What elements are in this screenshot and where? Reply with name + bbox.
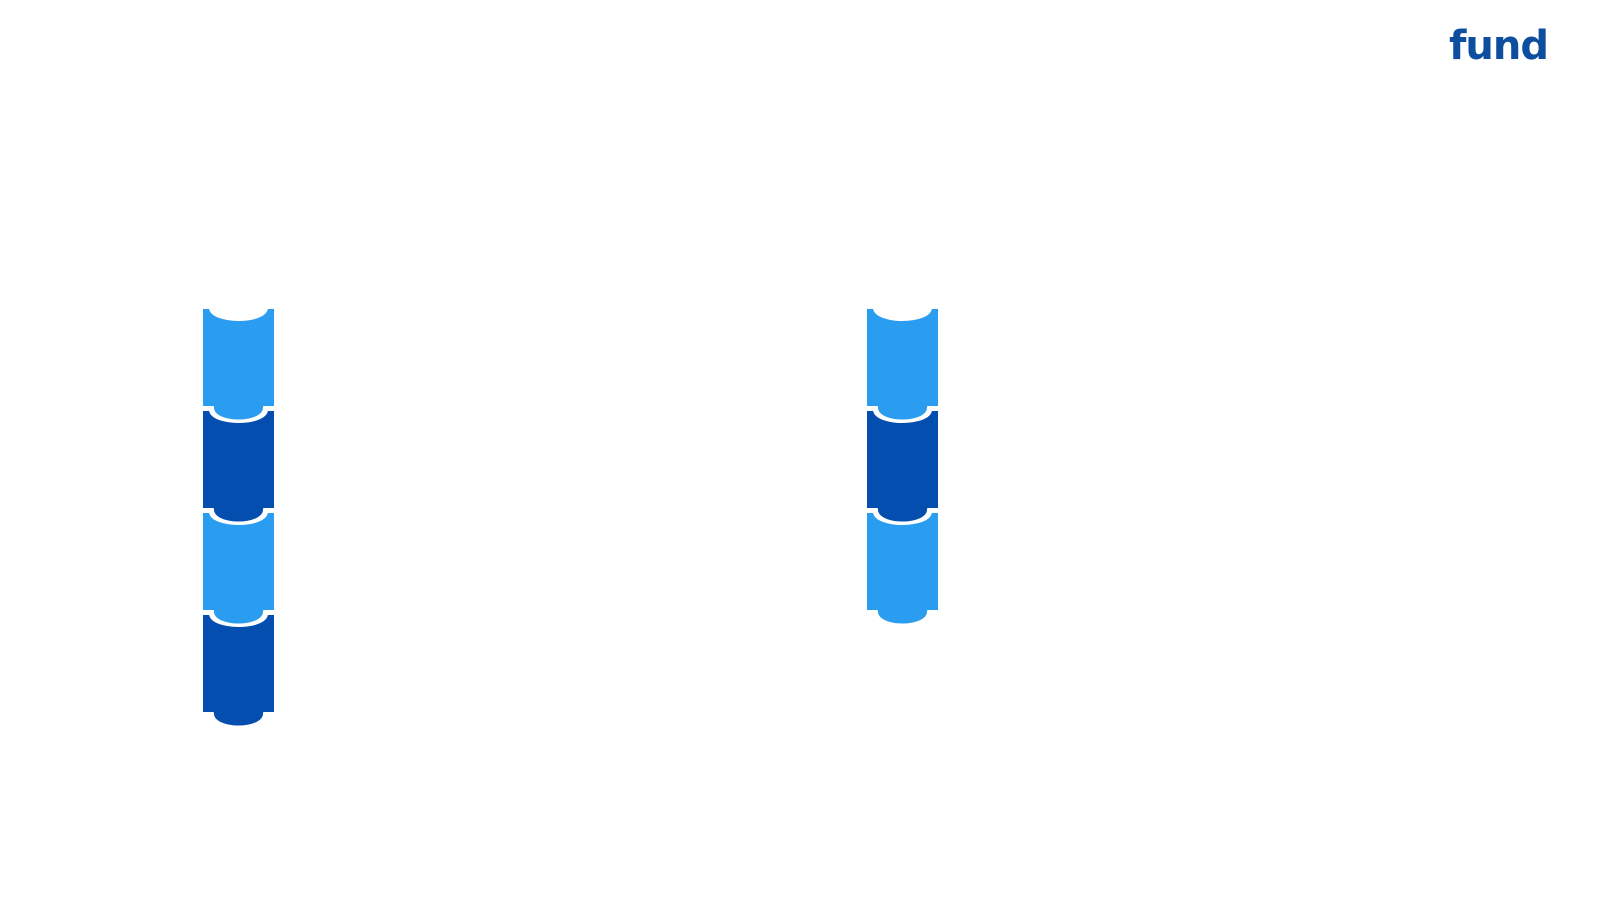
left-puzzle-stack-graphic (201, 307, 276, 728)
right-stack-piece-3-light (865, 511, 940, 626)
right-stack-piece-2-dark (865, 409, 940, 524)
left-puzzle-stack (200, 300, 290, 740)
left-stack-piece-1-light (201, 307, 276, 422)
left-stack-piece-4-dark (201, 613, 276, 728)
right-stack-piece-1-light (865, 307, 940, 422)
right-puzzle-stack (864, 300, 954, 640)
right-puzzle-stack-graphic (865, 307, 940, 626)
brand-logo: fund (1449, 23, 1549, 69)
left-stack-piece-3-light (201, 511, 276, 626)
left-stack-piece-2-dark (201, 409, 276, 524)
